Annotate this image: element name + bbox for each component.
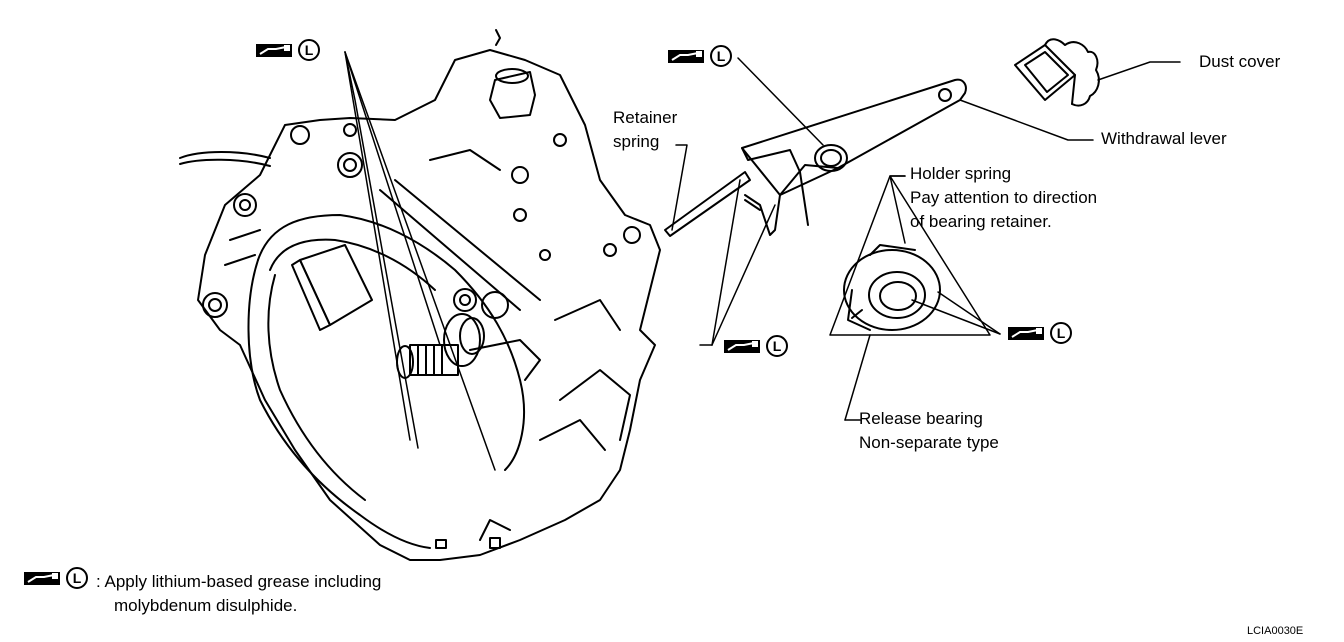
circle-letter-icon: L xyxy=(766,335,788,357)
circle-letter-icon: L xyxy=(1050,322,1072,344)
retainer-spring xyxy=(664,171,761,237)
circle-letter-icon: L xyxy=(66,567,88,589)
label-release-bearing-line1: Release bearing xyxy=(859,409,983,428)
grease-gun-icon xyxy=(1008,327,1044,340)
leader-lines xyxy=(344,51,1181,471)
lubricant-marker-lever-pivot: L xyxy=(724,334,794,362)
grease-gun-icon xyxy=(256,44,292,57)
label-holder-spring-line2: Pay attention to direction xyxy=(910,188,1098,207)
release-bearing xyxy=(843,244,941,331)
transaxle-case xyxy=(179,29,661,561)
circle-letter-icon: L xyxy=(298,39,320,61)
label-dust-cover: Dust cover xyxy=(1199,52,1281,71)
label-retainer-spring-line2: spring xyxy=(613,132,660,151)
label-withdrawal-lever: Withdrawal lever xyxy=(1101,129,1227,148)
label-release-bearing-line2: Non-separate type xyxy=(859,433,999,452)
label-holder-spring-line3: of bearing retainer. xyxy=(910,212,1052,231)
legend-text: : Apply lithium-based grease including m… xyxy=(96,570,381,618)
label-holder-spring: Holder spring Pay attention to direction… xyxy=(910,162,1097,234)
label-release-bearing: Release bearing Non-separate type xyxy=(859,407,999,455)
grease-gun-icon xyxy=(668,50,704,63)
lubricant-marker-lever: L xyxy=(668,44,738,72)
legend-symbol: L xyxy=(24,566,94,594)
withdrawal-lever xyxy=(741,78,967,236)
grease-gun-icon xyxy=(24,572,60,585)
lubricant-marker-bearing: L xyxy=(1008,321,1078,349)
lubricant-marker-case: L xyxy=(256,38,326,66)
label-retainer-spring-line1: Retainer xyxy=(613,108,678,127)
circle-letter-icon: L xyxy=(710,45,732,67)
figure-reference: LCIA0030E xyxy=(1247,625,1304,637)
dust-cover xyxy=(1014,38,1100,107)
legend-line1: : Apply lithium-based grease including xyxy=(96,572,382,591)
label-holder-spring-line1: Holder spring xyxy=(910,164,1012,183)
legend-line2: molybdenum disulphide. xyxy=(114,596,298,615)
grease-gun-icon xyxy=(724,340,760,353)
label-retainer-spring: Retainer spring xyxy=(613,106,677,154)
